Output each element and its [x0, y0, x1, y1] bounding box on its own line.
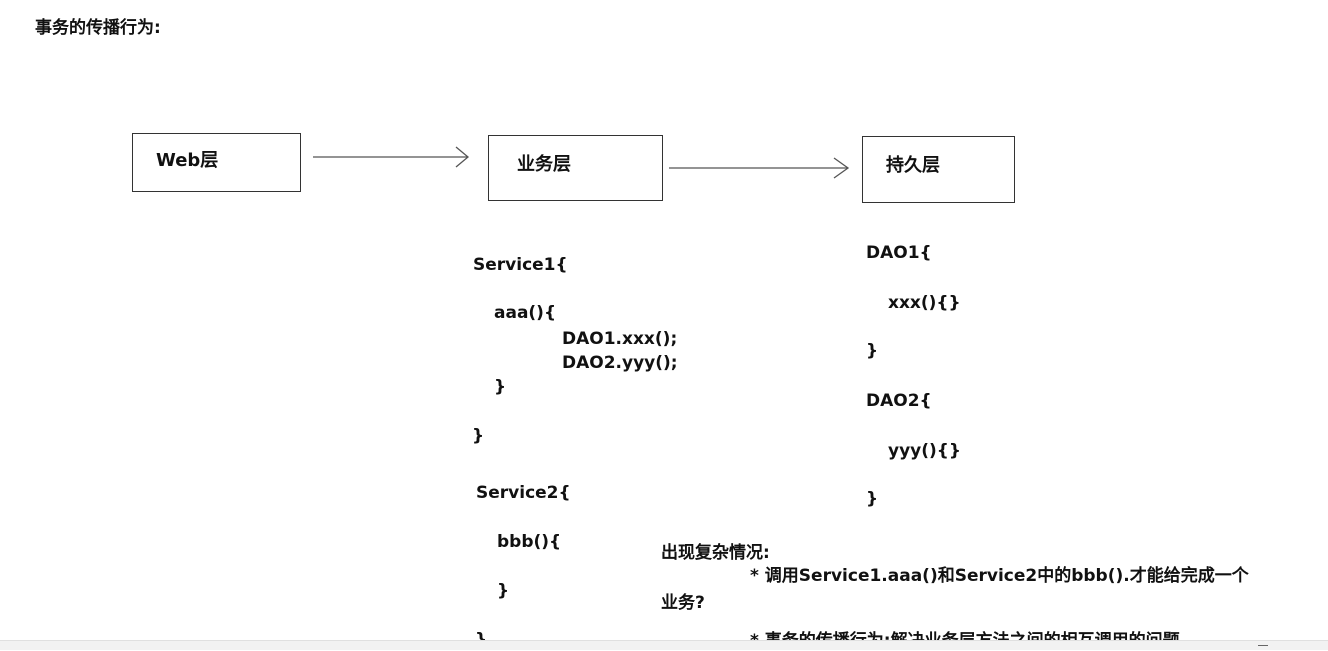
service1-open: Service1{ [473, 255, 568, 275]
service2-open: Service2{ [476, 483, 571, 503]
notes-line-1: * 调用Service1.aaa()和Service2中的bbb().才能给完成… [750, 566, 1249, 586]
notes-heading: 出现复杂情况: [661, 543, 770, 563]
service1-close: } [472, 426, 485, 446]
persistence-layer-label: 持久层 [886, 155, 940, 176]
service1-method-aaa: aaa(){ [494, 303, 557, 323]
bottom-edge [0, 640, 1328, 650]
dao1-method-xxx: xxx(){} [888, 293, 961, 313]
dao2-method-yyy: yyy(){} [888, 441, 961, 461]
service1-call-dao2: DAO2.yyy(); [562, 353, 678, 373]
arrow-web-to-service [313, 146, 470, 168]
persistence-layer-box [862, 136, 1015, 203]
dao1-open: DAO1{ [866, 243, 932, 263]
page-title: 事务的传播行为: [35, 18, 161, 38]
corner-mark [1258, 637, 1268, 646]
notes-line-2: 业务? [661, 593, 705, 613]
service1-call-dao1: DAO1.xxx(); [562, 329, 678, 349]
arrow-service-to-persistence [669, 157, 850, 179]
dao2-close: } [866, 489, 879, 509]
dao1-close: } [866, 341, 879, 361]
service2-method-bbb: bbb(){ [497, 532, 562, 552]
web-layer-box [132, 133, 301, 192]
service-layer-box [488, 135, 663, 201]
service1-method-close: } [494, 377, 507, 397]
service2-method-close: } [497, 581, 510, 601]
web-layer-label: Web层 [156, 150, 219, 171]
dao2-open: DAO2{ [866, 391, 932, 411]
service-layer-label: 业务层 [517, 154, 571, 175]
